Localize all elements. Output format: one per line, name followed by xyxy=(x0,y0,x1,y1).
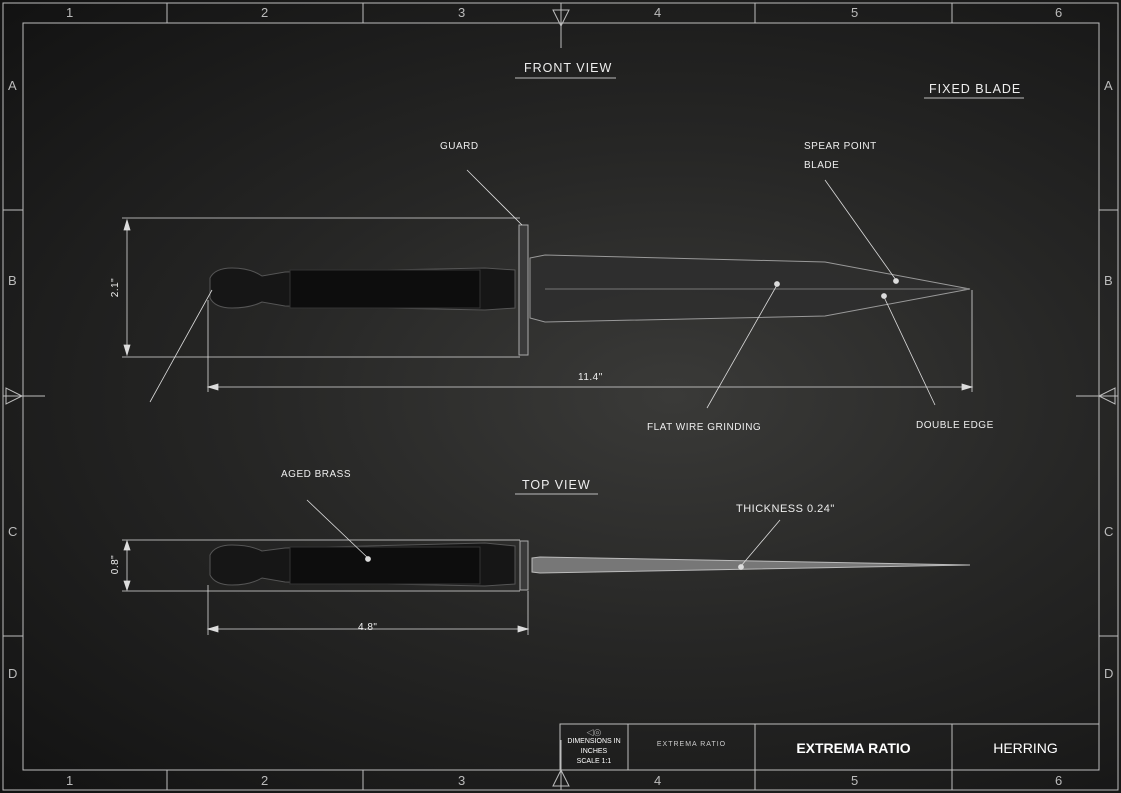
callout-guard: GUARD xyxy=(440,141,479,152)
front-view-knife xyxy=(209,224,971,356)
callout-spear-point: SPEAR POINT xyxy=(804,141,877,152)
column-label: 3 xyxy=(458,5,466,20)
brand-logo: EXTREMA RATIO xyxy=(656,741,727,748)
scale-text: SCALE 1:1 xyxy=(576,758,612,765)
column-label: 6 xyxy=(1055,5,1063,20)
title-block-units: ◁◎ DIMENSIONS IN INCHES SCALE 1:1 xyxy=(560,727,628,767)
column-label: 3 xyxy=(458,773,466,788)
column-label: 5 xyxy=(851,773,859,788)
top-view-title: TOP VIEW xyxy=(522,478,591,492)
dimension-handle-length: 4.8" xyxy=(358,622,378,633)
callout-flat-wire-grinding: FLAT WIRE GRINDING xyxy=(647,422,762,433)
callout-thickness: THICKNESS 0.24" xyxy=(736,503,835,515)
row-label: B xyxy=(1104,273,1113,288)
row-label: A xyxy=(8,78,17,93)
dimension-length: 11.4" xyxy=(578,372,603,383)
units-line1: DIMENSIONS IN xyxy=(567,738,621,745)
column-label: 1 xyxy=(66,5,74,20)
dimension-top-height: 0.8" xyxy=(110,554,122,575)
column-label: 4 xyxy=(654,5,662,20)
callout-spear-point-blade: BLADE xyxy=(804,160,840,171)
brand-name: EXTREMA RATIO xyxy=(796,740,911,756)
column-label: 6 xyxy=(1055,773,1063,788)
row-label: D xyxy=(8,666,18,681)
row-label: B xyxy=(8,273,17,288)
column-label: 5 xyxy=(851,5,859,20)
blade-type-title: FIXED BLADE xyxy=(929,82,1022,96)
column-label: 1 xyxy=(66,773,74,788)
row-label: D xyxy=(1104,666,1114,681)
column-label: 2 xyxy=(261,773,269,788)
model-name: HERRING xyxy=(993,740,1058,756)
callout-aged-brass: AGED BRASS xyxy=(281,469,352,480)
column-label: 2 xyxy=(261,5,269,20)
row-label: C xyxy=(8,524,18,539)
row-label: C xyxy=(1104,524,1114,539)
callout-double-edge: DOUBLE EDGE xyxy=(916,420,994,431)
dimension-height: 2.1" xyxy=(110,277,122,298)
row-label: A xyxy=(1104,78,1113,93)
front-view-title: FRONT VIEW xyxy=(524,61,613,75)
units-line2: INCHES xyxy=(580,748,608,755)
top-view-knife xyxy=(209,540,971,591)
projection-icon: ◁◎ xyxy=(586,727,602,737)
column-label: 4 xyxy=(654,773,662,788)
